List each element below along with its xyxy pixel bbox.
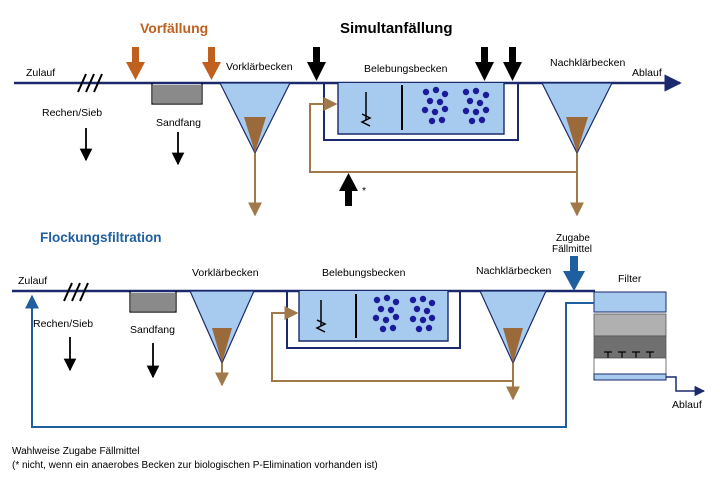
heading-simultanfaellung: Simultanfällung xyxy=(340,20,453,37)
vorklaerbecken-bottom xyxy=(189,290,255,365)
belebungsbecken-top xyxy=(337,83,505,135)
rechen-icon xyxy=(77,73,103,93)
mixer-icon xyxy=(360,92,372,127)
scheme-bottom: Flockungsfiltration Zulauf Rechen/Sieb S… xyxy=(12,230,706,428)
backwash-return-line xyxy=(25,294,594,428)
biomass-dots-icon xyxy=(421,86,449,125)
rechen-icon xyxy=(63,282,89,302)
ablauf-label-top: Ablauf xyxy=(632,67,662,79)
zugabe-label-line2: Fällmittel xyxy=(552,244,592,255)
filter-outlet-line xyxy=(666,376,706,397)
filter-nozzle-icon xyxy=(604,351,654,358)
scheme-top: Vorfällung Simultanfällung Zulauf Ablauf… xyxy=(14,20,682,217)
heading-flockungsfiltration: Flockungsfiltration xyxy=(40,230,162,245)
zulauf-label-bottom: Zulauf xyxy=(18,275,47,287)
footnote-line2: (* nicht, wenn ein anaerobes Becken zur … xyxy=(12,460,378,471)
return-sludge-line-bottom xyxy=(271,306,514,382)
rechen-label-bottom: Rechen/Sieb xyxy=(33,318,93,330)
sandfang-label-top: Sandfang xyxy=(156,117,201,129)
nachklaerbecken-top xyxy=(541,82,613,155)
rechen-label-top: Rechen/Sieb xyxy=(42,107,102,119)
orange-down-arrow-icon xyxy=(126,47,145,80)
return-sludge-line-top xyxy=(309,97,578,173)
zulauf-label-top: Zulauf xyxy=(26,67,55,79)
filter-label: Filter xyxy=(618,273,642,285)
black-down-arrow-icon xyxy=(503,47,522,81)
black-down-arrow-icon xyxy=(475,47,494,81)
black-down-arrow-icon xyxy=(307,47,326,81)
nachklaer-label-bottom: Nachklärbecken xyxy=(476,265,551,277)
sandfang-label-bottom: Sandfang xyxy=(130,324,175,336)
biomass-dots-icon xyxy=(462,87,490,125)
vorklaerbecken-top xyxy=(219,82,291,155)
heading-vorfaellung: Vorfällung xyxy=(140,20,208,36)
asterisk-mark: * xyxy=(362,185,366,197)
vorklaer-label-top: Vorklärbecken xyxy=(226,61,293,73)
ablauf-label-bottom: Ablauf xyxy=(672,399,702,411)
black-up-arrow-icon xyxy=(339,173,358,206)
sand-fill xyxy=(153,85,201,103)
footnote-line1: Wahlweise Zugabe Fällmittel xyxy=(12,446,140,457)
biomass-dots-icon xyxy=(409,295,436,333)
nachklaer-label-top: Nachklärbecken xyxy=(550,57,625,69)
biomass-dots-icon xyxy=(372,294,400,333)
blue-down-arrow-icon xyxy=(563,256,585,291)
nachklaerbecken-bottom xyxy=(479,290,547,365)
filter-unit xyxy=(593,291,667,381)
recycle-line-top xyxy=(323,83,519,141)
sandfang-tank-bottom xyxy=(129,291,177,313)
sandfang-tank-top xyxy=(151,83,203,105)
zugabe-label-line1: Zugabe xyxy=(556,233,590,244)
belebung-label-bottom: Belebungsbecken xyxy=(322,267,406,279)
orange-down-arrow-icon xyxy=(202,47,221,80)
belebungsbecken-bottom xyxy=(298,291,449,342)
mixer-icon xyxy=(315,300,327,333)
belebung-label-top: Belebungsbecken xyxy=(364,63,448,75)
vorklaer-label-bottom: Vorklärbecken xyxy=(192,267,259,279)
